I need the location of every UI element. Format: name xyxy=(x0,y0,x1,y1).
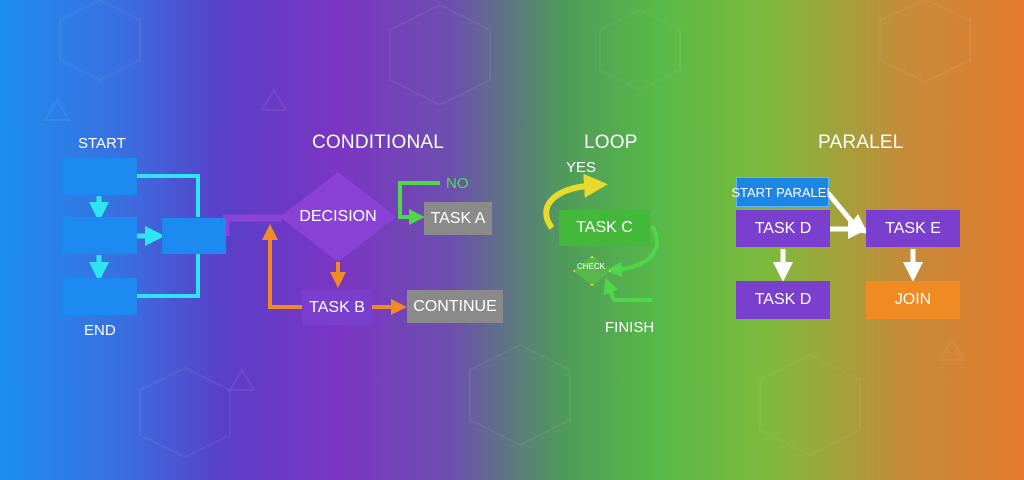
decision-label: DECISION xyxy=(299,208,377,225)
check-label: CHECK xyxy=(576,262,605,271)
task-e-box: TASK E xyxy=(866,210,960,247)
conditional-title: CONDITIONAL xyxy=(312,132,445,153)
task-b-box: TASK B xyxy=(302,290,372,325)
task-a-box: TASK A xyxy=(424,202,492,235)
sequence-side-block xyxy=(162,218,226,254)
no-label: NO xyxy=(446,175,469,192)
finish-label: FINISH xyxy=(605,319,655,336)
task-c-box: TASK C xyxy=(559,210,650,246)
join-box: JOIN xyxy=(866,281,960,319)
loop-finish-arrow xyxy=(603,277,652,302)
end-label: END xyxy=(84,322,116,339)
yes-label: YES xyxy=(566,159,597,176)
sequence-block-1 xyxy=(62,158,137,195)
task-d-bottom-box: TASK D xyxy=(736,281,830,319)
seq-bracket-bottom xyxy=(137,254,200,298)
sequence-block-3 xyxy=(62,278,137,315)
task-d-top-box: TASK D xyxy=(736,210,830,247)
continue-box: CONTINUE xyxy=(407,290,503,323)
start-parallel-box: START PARALEL xyxy=(731,177,834,207)
loop-yes-arrow xyxy=(543,173,608,230)
parallel-title: PARALEL xyxy=(818,132,904,153)
start-label: START xyxy=(78,135,126,152)
loop-title: LOOP xyxy=(584,132,638,153)
loop-return-arrow xyxy=(606,224,659,278)
seq-to-decision xyxy=(222,214,282,236)
seq-bracket-top xyxy=(137,174,200,217)
no-arrow xyxy=(398,181,440,225)
taskb-loop-arrow xyxy=(262,224,302,309)
sequence-block-2 xyxy=(62,217,137,254)
